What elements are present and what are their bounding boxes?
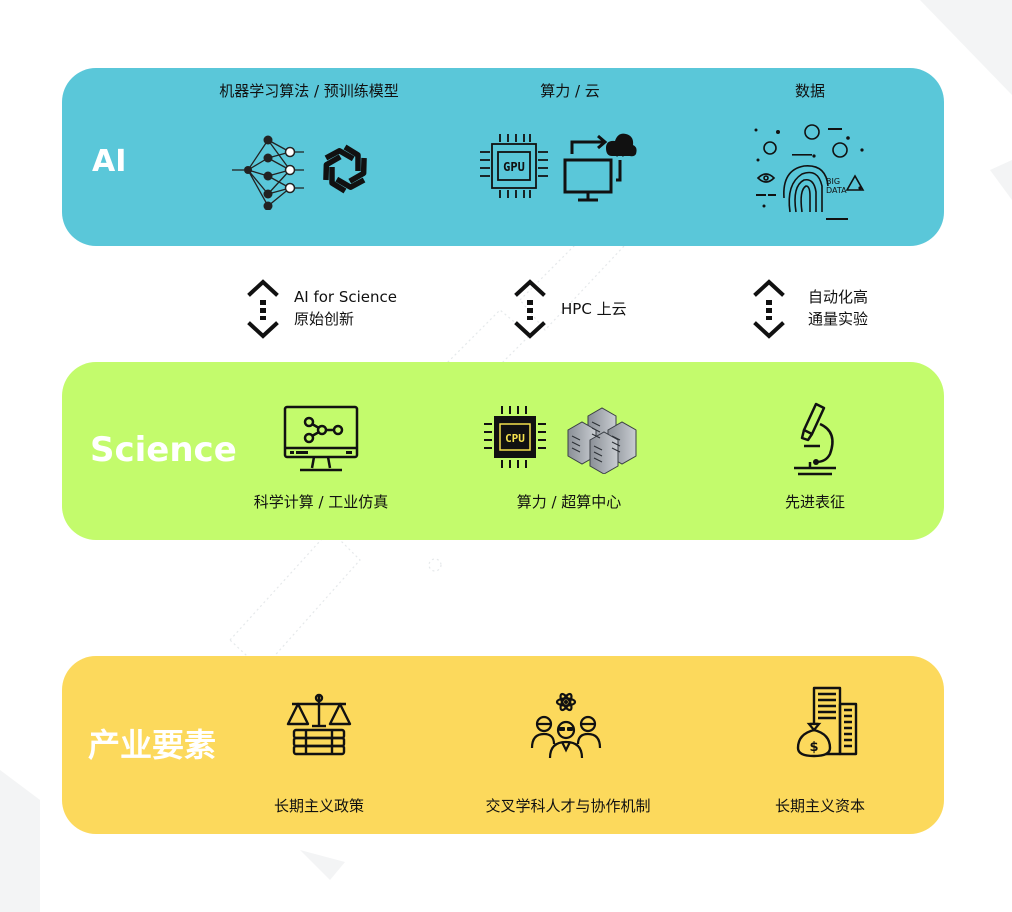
gpu-chip-icon: GPU [480,134,548,198]
ai-band: AI [62,68,944,246]
connector-ai-for-science-line2: 原始创新 [294,310,355,328]
double-arrow-icon [514,279,546,339]
double-arrow-icon [247,279,279,339]
ai-col-data-label: 数据 [794,82,826,100]
big-data-text-1: BIG [826,177,840,186]
science-col-computing-label: 科学计算 / 工业仿真 [253,493,389,511]
big-data-icon: BIG DATA [754,124,865,220]
svg-text:$: $ [809,740,818,755]
neural-network-icon [232,135,304,210]
ai-band-title: AI [92,144,127,179]
big-data-text-2: DATA [826,186,847,195]
scales-of-justice-icon [286,693,352,756]
microscope-icon [794,402,836,476]
ai-col-compute-label: 算力 / 云 [540,82,600,100]
science-col-characterization-label: 先进表征 [784,493,846,511]
cpu-chip-icon: CPU [484,406,546,468]
server-cluster-icon [567,407,637,474]
industry-col-talent-label: 交叉学科人才与协作机制 [485,797,651,815]
money-bag-buildings-icon: $ [796,686,858,758]
cloud-sync-monitor-icon [563,133,637,202]
science-col-supercomputing-label: 算力 / 超算中心 [516,493,622,511]
team-scientists-icon [530,692,602,759]
connector-automation: 自动化高 通量实验 [752,276,892,342]
connector-hpc-cloud: HPC 上云 [513,276,653,342]
connector-ai-for-science-line1: AI for Science [294,288,397,306]
connector-automation-line2: 通量实验 [808,310,869,328]
industry-col-policy-label: 长期主义政策 [273,797,365,815]
science-band-title: Science [90,430,237,470]
industry-col-capital-label: 长期主义资本 [774,797,866,815]
connector-automation-line1: 自动化高 [808,288,869,306]
gpu-chip-text: GPU [503,160,525,174]
industry-band-title: 产业要素 [88,726,217,764]
double-arrow-icon [753,279,785,339]
cpu-chip-text: CPU [505,432,525,445]
connector-hpc-cloud-line1: HPC 上云 [561,300,627,318]
connector-ai-for-science: AI for Science 原始创新 [246,276,446,342]
computer-molecule-icon [283,405,359,472]
openai-logo-icon [323,144,367,194]
ai-col-algorithms-label: 机器学习算法 / 预训练模型 [219,82,399,100]
